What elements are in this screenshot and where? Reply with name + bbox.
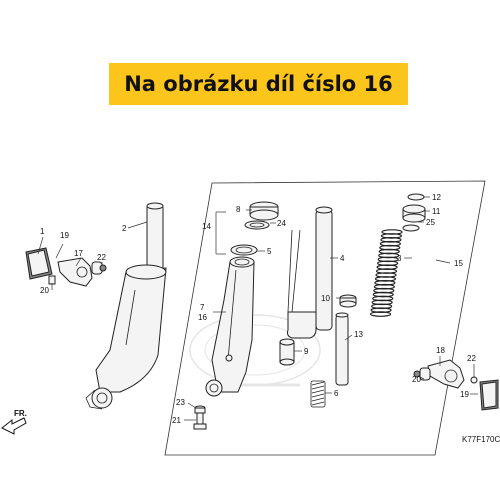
part-16-fork-slider [205,256,255,397]
part-socket-bolt [193,405,207,430]
direction-label: FR. [14,409,27,418]
label-22-right: 22 [467,354,476,363]
label-11: 11 [432,207,441,216]
label-20-right: 20 [412,375,421,384]
part-number-labels: 2 1 19 17 22 20 8 14 24 5 7 16 4 10 9 13… [40,193,476,425]
part-outer-fork-tube [85,202,167,410]
part-top-cap-washers [402,193,426,232]
label-24: 24 [277,219,286,228]
label-1: 1 [40,227,45,236]
label-16: 16 [198,313,207,322]
label-14: 14 [202,222,211,231]
diagram-code: K77F170C [462,435,500,444]
part-damper-rod [335,294,357,386]
label-17: 17 [74,249,83,258]
label-21: 21 [172,416,181,425]
label-12: 12 [432,193,441,202]
label-8: 8 [236,205,241,214]
part-bush [279,338,295,366]
label-4: 4 [340,254,345,263]
label-7: 7 [200,303,205,312]
label-13: 13 [354,330,363,339]
label-10: 10 [321,294,330,303]
label-20-left: 20 [40,286,49,295]
banner-text: Na obrázku díl číslo 16 [124,72,393,96]
leader-lines [37,196,478,421]
label-3: 3 [397,254,402,263]
label-6: 6 [334,389,339,398]
label-19-right: 19 [460,390,469,399]
spring-coil [369,311,392,317]
label-18: 18 [436,346,445,355]
label-22-left: 22 [97,253,106,262]
label-15: 15 [454,259,463,268]
assembly-frame [164,180,486,456]
part-right-reflector-bracket [413,359,499,411]
front-direction-arrow: FR. [1,409,27,435]
part-fork-spring [369,229,403,317]
label-2: 2 [122,224,127,233]
part-number-banner: Na obrázku díl číslo 16 [109,63,408,105]
part-dust-seal-set [230,201,279,256]
label-9: 9 [304,347,309,356]
label-5: 5 [267,247,272,256]
label-23: 23 [176,398,185,407]
label-19-left: 19 [60,231,69,240]
part-rebound-spring [310,380,326,408]
part-fork-pipe [287,206,333,339]
label-25: 25 [426,218,435,227]
